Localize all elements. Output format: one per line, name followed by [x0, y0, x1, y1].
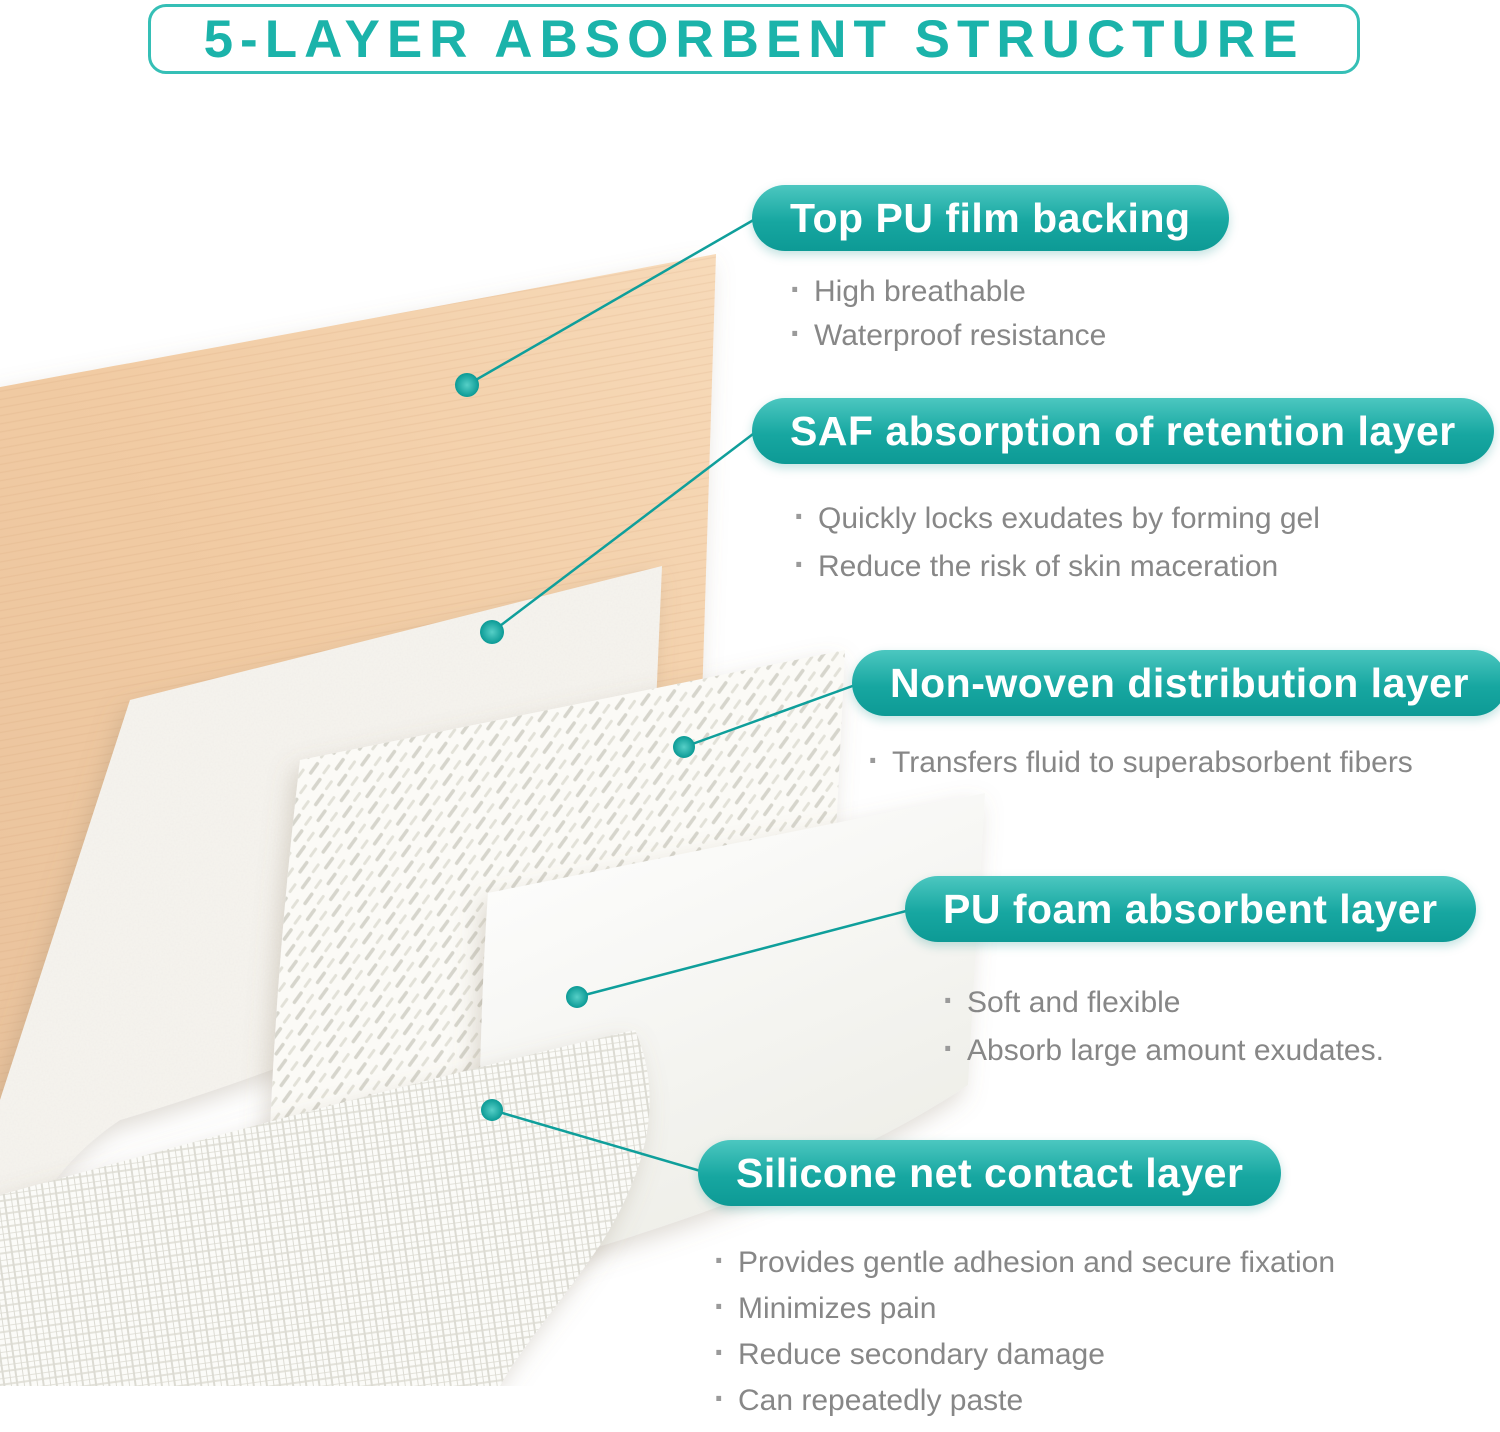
callout-pill-silicone-net: Silicone net contact layer [698, 1140, 1282, 1206]
leader-line-pu-foam [576, 908, 911, 999]
leader-dot-silicone-net [481, 1099, 503, 1121]
bullet-item: Quickly locks exudates by forming gel [792, 500, 1494, 534]
callout-bullets-saf-retention: Quickly locks exudates by forming gel Re… [792, 500, 1494, 582]
callout-label: Non-woven distribution layer [890, 659, 1469, 706]
leader-line-saf [491, 430, 758, 633]
callout-bullets-top-pu-film: High breathable Waterproof resistance [788, 273, 1229, 351]
callout-nonwoven-distribution: Non-woven distribution layer Transfers f… [852, 650, 1500, 792]
leader-line-silicone-net [491, 1108, 705, 1174]
bullet-item: High breathable [788, 273, 1229, 307]
leader-dots [455, 373, 695, 1121]
callout-pill-nonwoven-distribution: Non-woven distribution layer [852, 650, 1500, 716]
callout-pill-saf-retention: SAF absorption of retention layer [752, 398, 1494, 464]
leader-dot-saf [480, 620, 504, 644]
callout-label: SAF absorption of retention layer [790, 407, 1456, 454]
bullet-item: Transfers fluid to superabsorbent fibers [866, 744, 1500, 778]
callout-pill-top-pu-film: Top PU film backing [752, 185, 1229, 251]
callout-top-pu-film: Top PU film backing High breathable Wate… [752, 185, 1229, 365]
bullet-item: Provides gentle adhesion and secure fixa… [712, 1244, 1335, 1278]
callout-pill-pu-foam: PU foam absorbent layer [905, 876, 1476, 942]
page-title: 5-LAYER ABSORBENT STRUCTURE [203, 9, 1305, 69]
callout-saf-retention: SAF absorption of retention layer Quickl… [752, 398, 1494, 600]
bullet-item: Absorb large amount exudates. [941, 1032, 1476, 1066]
bullet-item: Reduce the risk of skin maceration [792, 548, 1494, 582]
bullet-item: Reduce secondary damage [712, 1336, 1335, 1370]
leader-dot-pu-foam [566, 986, 588, 1008]
leader-dot-pu-film [455, 373, 479, 397]
infographic-canvas: 5-LAYER ABSORBENT STRUCTURE Top PU film … [0, 0, 1500, 1386]
leader-line-pu-film [466, 216, 758, 387]
bullet-item: Can repeatedly paste [712, 1382, 1335, 1416]
title-box: 5-LAYER ABSORBENT STRUCTURE [148, 4, 1360, 74]
callout-silicone-net: Silicone net contact layer Provides gent… [698, 1140, 1335, 1432]
callout-bullets-pu-foam: Soft and flexible Absorb large amount ex… [941, 984, 1476, 1066]
callout-bullets-nonwoven-distribution: Transfers fluid to superabsorbent fibers [866, 744, 1500, 778]
bullet-item: Waterproof resistance [788, 317, 1229, 351]
leader-line-nonwoven [683, 682, 859, 749]
bullet-item: Minimizes pain [712, 1290, 1335, 1324]
callout-label: Top PU film backing [790, 194, 1191, 241]
callout-label: PU foam absorbent layer [943, 885, 1438, 932]
callout-bullets-silicone-net: Provides gentle adhesion and secure fixa… [712, 1244, 1335, 1416]
bullet-item: Soft and flexible [941, 984, 1476, 1018]
callout-label: Silicone net contact layer [736, 1149, 1244, 1196]
callout-pu-foam: PU foam absorbent layer Soft and flexibl… [905, 876, 1476, 1084]
leader-dot-nonwoven [673, 736, 695, 758]
dressing-illustration [0, 216, 985, 1386]
leader-lines [466, 216, 911, 1174]
